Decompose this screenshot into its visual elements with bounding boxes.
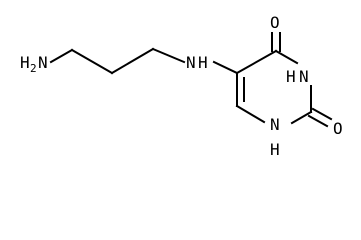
chemical-structure: H 2 N N H H N N H O O	[20, 13, 343, 159]
bond-c5-c4	[235, 49, 278, 75]
bond-n1-c6	[235, 104, 266, 124]
bond-c1-c2	[70, 48, 114, 75]
bond-c2-n1	[290, 110, 313, 125]
bond-c3-nh	[151, 47, 186, 64]
linker-nh-label: N H	[186, 53, 208, 72]
bond-c4-n3	[274, 49, 299, 65]
bond-nh-c5	[212, 60, 239, 75]
linker-h-label: H	[198, 53, 208, 72]
ring-n1-h-label: H	[270, 140, 280, 159]
bond-nh2-c1	[49, 48, 74, 64]
amine-n-label: N	[38, 53, 48, 72]
amine-h-label: H	[20, 53, 30, 72]
linker-n-label: N	[186, 53, 196, 72]
ring-n3-label: H N	[286, 67, 309, 86]
ring-n3-n-label: N	[299, 67, 309, 86]
amine-h-count: 2	[30, 62, 37, 75]
bond-c2-o2-b	[311, 107, 333, 121]
bond-c2-c3	[110, 47, 155, 75]
ring-n1-label: N H	[270, 115, 280, 159]
ring-n1-n-label: N	[270, 115, 280, 134]
amine-group-label: H 2 N	[20, 53, 48, 75]
bond-c2-o2-a	[307, 114, 329, 128]
carbonyl-o2-label: O	[333, 119, 343, 138]
ring-n3-h-label: H	[286, 67, 296, 86]
carbonyl-o4-label: O	[270, 13, 280, 32]
